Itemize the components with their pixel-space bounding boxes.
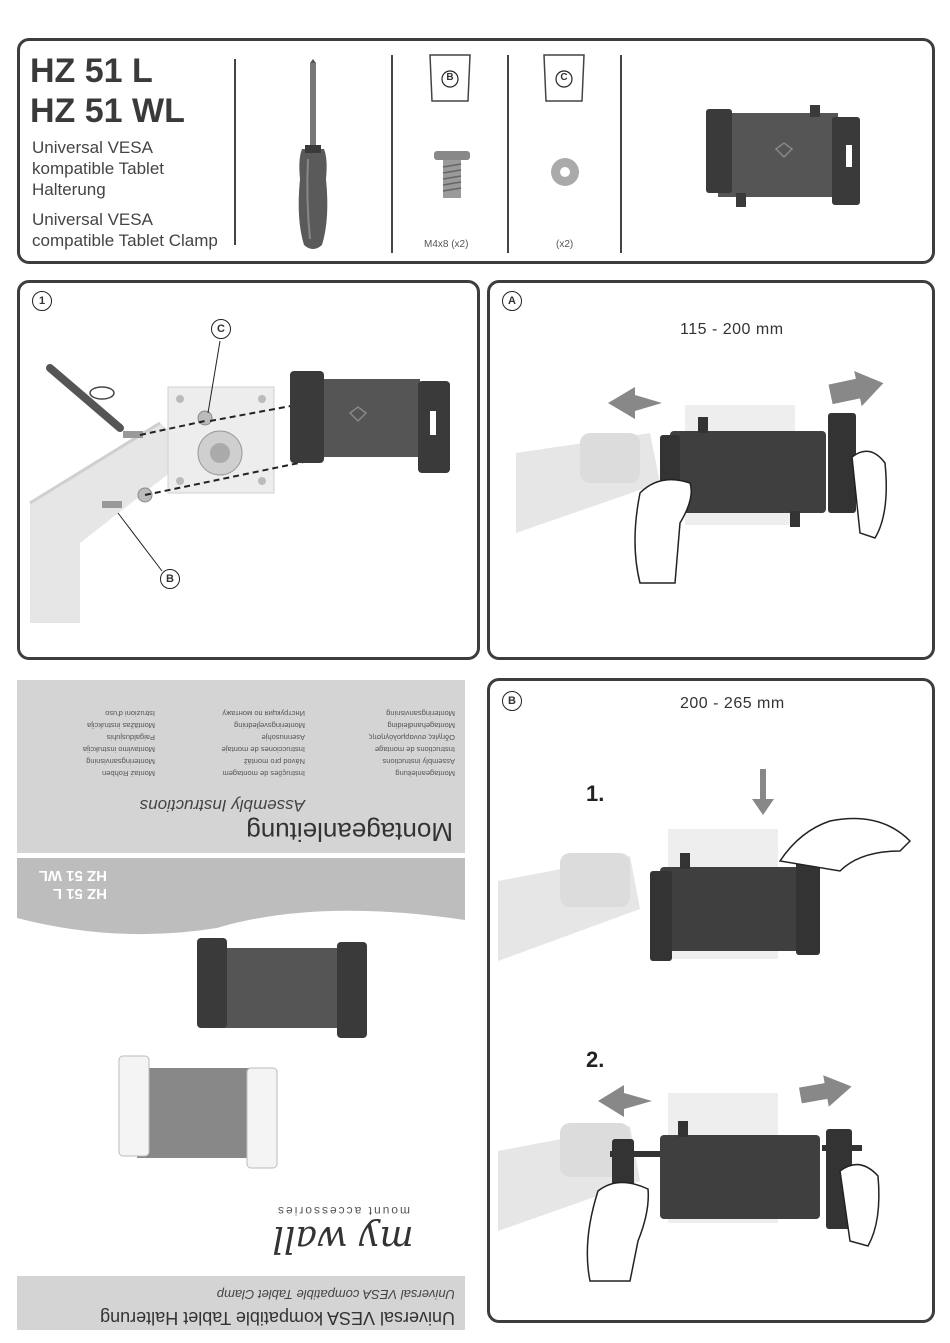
step-b-panel: B 200 - 265 mm 1. 2. bbox=[487, 678, 935, 1323]
language-item: Assembly instructions bbox=[382, 757, 455, 766]
language-list-1: Montageanleitung Assembly instructions I… bbox=[369, 707, 455, 779]
measurement-label: 115 - 200 mm bbox=[680, 321, 784, 338]
cover-products-image bbox=[118, 938, 367, 1169]
bag-b-icon bbox=[429, 54, 471, 102]
cover-model-name: HZ 51 L bbox=[52, 885, 107, 902]
desc-de-line: Universal VESA bbox=[32, 138, 153, 157]
sub-step-1: 1. bbox=[586, 781, 605, 806]
language-item: Asennusohje bbox=[261, 733, 305, 742]
brand-tagline: mount accessories bbox=[275, 1204, 411, 1218]
step-number-badge: 1 bbox=[32, 291, 52, 311]
description-de: Universal VESA kompatible Tablet Halteru… bbox=[32, 137, 164, 200]
divider bbox=[507, 55, 509, 253]
cover-models: HZ 51 L HZ 51 WL bbox=[27, 856, 107, 902]
cover-title-en: Assembly Instructions bbox=[139, 796, 305, 815]
cover-model-name: HZ 51 WL bbox=[38, 867, 107, 884]
brand-name: my wall bbox=[272, 1218, 414, 1259]
language-item: Инструкция по монтажу bbox=[222, 709, 305, 718]
divider bbox=[234, 59, 236, 245]
divider bbox=[620, 55, 622, 253]
step-1-panel: 1 C B bbox=[17, 280, 480, 660]
bag-c-label: C bbox=[560, 72, 568, 83]
screwdriver-icon bbox=[298, 59, 328, 249]
desc-en-line: Universal VESA bbox=[32, 210, 153, 229]
tablet-clamp-icon bbox=[706, 105, 860, 207]
language-item: Οδηγίες συναρμολόγησης bbox=[368, 733, 455, 742]
language-item: Monteringsvejledning bbox=[234, 721, 305, 730]
washer-icon bbox=[551, 158, 579, 186]
language-item: Monteringsanvisning bbox=[86, 757, 155, 766]
model-name-2: HZ 51 WL bbox=[30, 92, 185, 130]
step-a-illustration bbox=[516, 370, 887, 584]
language-list-2: Instruções de montagem Návod pro montáž … bbox=[222, 707, 305, 779]
callout-b: B bbox=[160, 569, 180, 589]
footer-de: Universal VESA kompatible Tablet Halteru… bbox=[100, 1308, 455, 1328]
cover-top-gray: Montageanleitung Assembly Instructions M… bbox=[17, 680, 465, 853]
step-a-panel: A 115 - 200 mm bbox=[487, 280, 935, 660]
header-panel: HZ 51 L HZ 51 WL Universal VESA kompatib… bbox=[17, 38, 935, 264]
washer-caption: (x2) bbox=[556, 239, 574, 250]
language-item: Montaż Rohben bbox=[102, 769, 155, 778]
language-item: Istruzioni d'uso bbox=[105, 709, 155, 718]
language-item: Instructions de montage bbox=[374, 745, 455, 754]
step-1-illustration bbox=[29, 340, 450, 623]
cover-title-de: Montageanleitung bbox=[246, 817, 453, 847]
sub-step-2: 2. bbox=[586, 1047, 605, 1072]
brand-logo: my wall mount accessories bbox=[227, 1188, 459, 1259]
callout-c: C bbox=[211, 319, 231, 339]
screw-caption: M4x8 (x2) bbox=[424, 239, 469, 250]
footer-en: Universal VESA compatible Tablet Clamp bbox=[216, 1287, 455, 1302]
description-en: Universal VESA compatible Tablet Clamp bbox=[32, 209, 218, 251]
cover-footer: Universal VESA kompatible Tablet Halteru… bbox=[17, 1276, 465, 1330]
step-letter-badge: A bbox=[502, 291, 522, 311]
divider bbox=[391, 55, 393, 253]
desc-de-line: Halterung bbox=[32, 180, 106, 199]
language-item: Monteringsanvisning bbox=[386, 709, 455, 718]
language-item: Instrucciones de montaje bbox=[221, 745, 305, 754]
cover-page: Montageanleitung Assembly Instructions M… bbox=[17, 680, 465, 1330]
measurement-label: 200 - 265 mm bbox=[680, 695, 785, 712]
language-item: Instruções de montagem bbox=[222, 769, 305, 778]
screw-icon bbox=[434, 151, 470, 198]
desc-de-line: kompatible Tablet bbox=[32, 159, 164, 178]
step-letter-badge: B bbox=[502, 691, 522, 711]
language-item: Montāžas instrukcija bbox=[87, 721, 155, 730]
language-item: Montageanleitung bbox=[395, 769, 455, 778]
language-list-3: Montaż Rohben Monteringsanvisning Montav… bbox=[83, 707, 155, 779]
language-item: Montagehandleiding bbox=[387, 721, 455, 730]
bag-c-icon bbox=[543, 54, 585, 102]
bag-b-label: B bbox=[446, 72, 454, 83]
language-item: Montavimo instrukcija bbox=[82, 745, 155, 754]
step-b-illustration bbox=[498, 769, 912, 1282]
language-item: Návod pro montáž bbox=[243, 757, 305, 766]
language-item: Paigaldusjuhis bbox=[106, 733, 155, 742]
desc-en-line: compatible Tablet Clamp bbox=[32, 231, 218, 250]
model-name-1: HZ 51 L bbox=[30, 52, 153, 90]
cover-model-band bbox=[17, 858, 465, 935]
